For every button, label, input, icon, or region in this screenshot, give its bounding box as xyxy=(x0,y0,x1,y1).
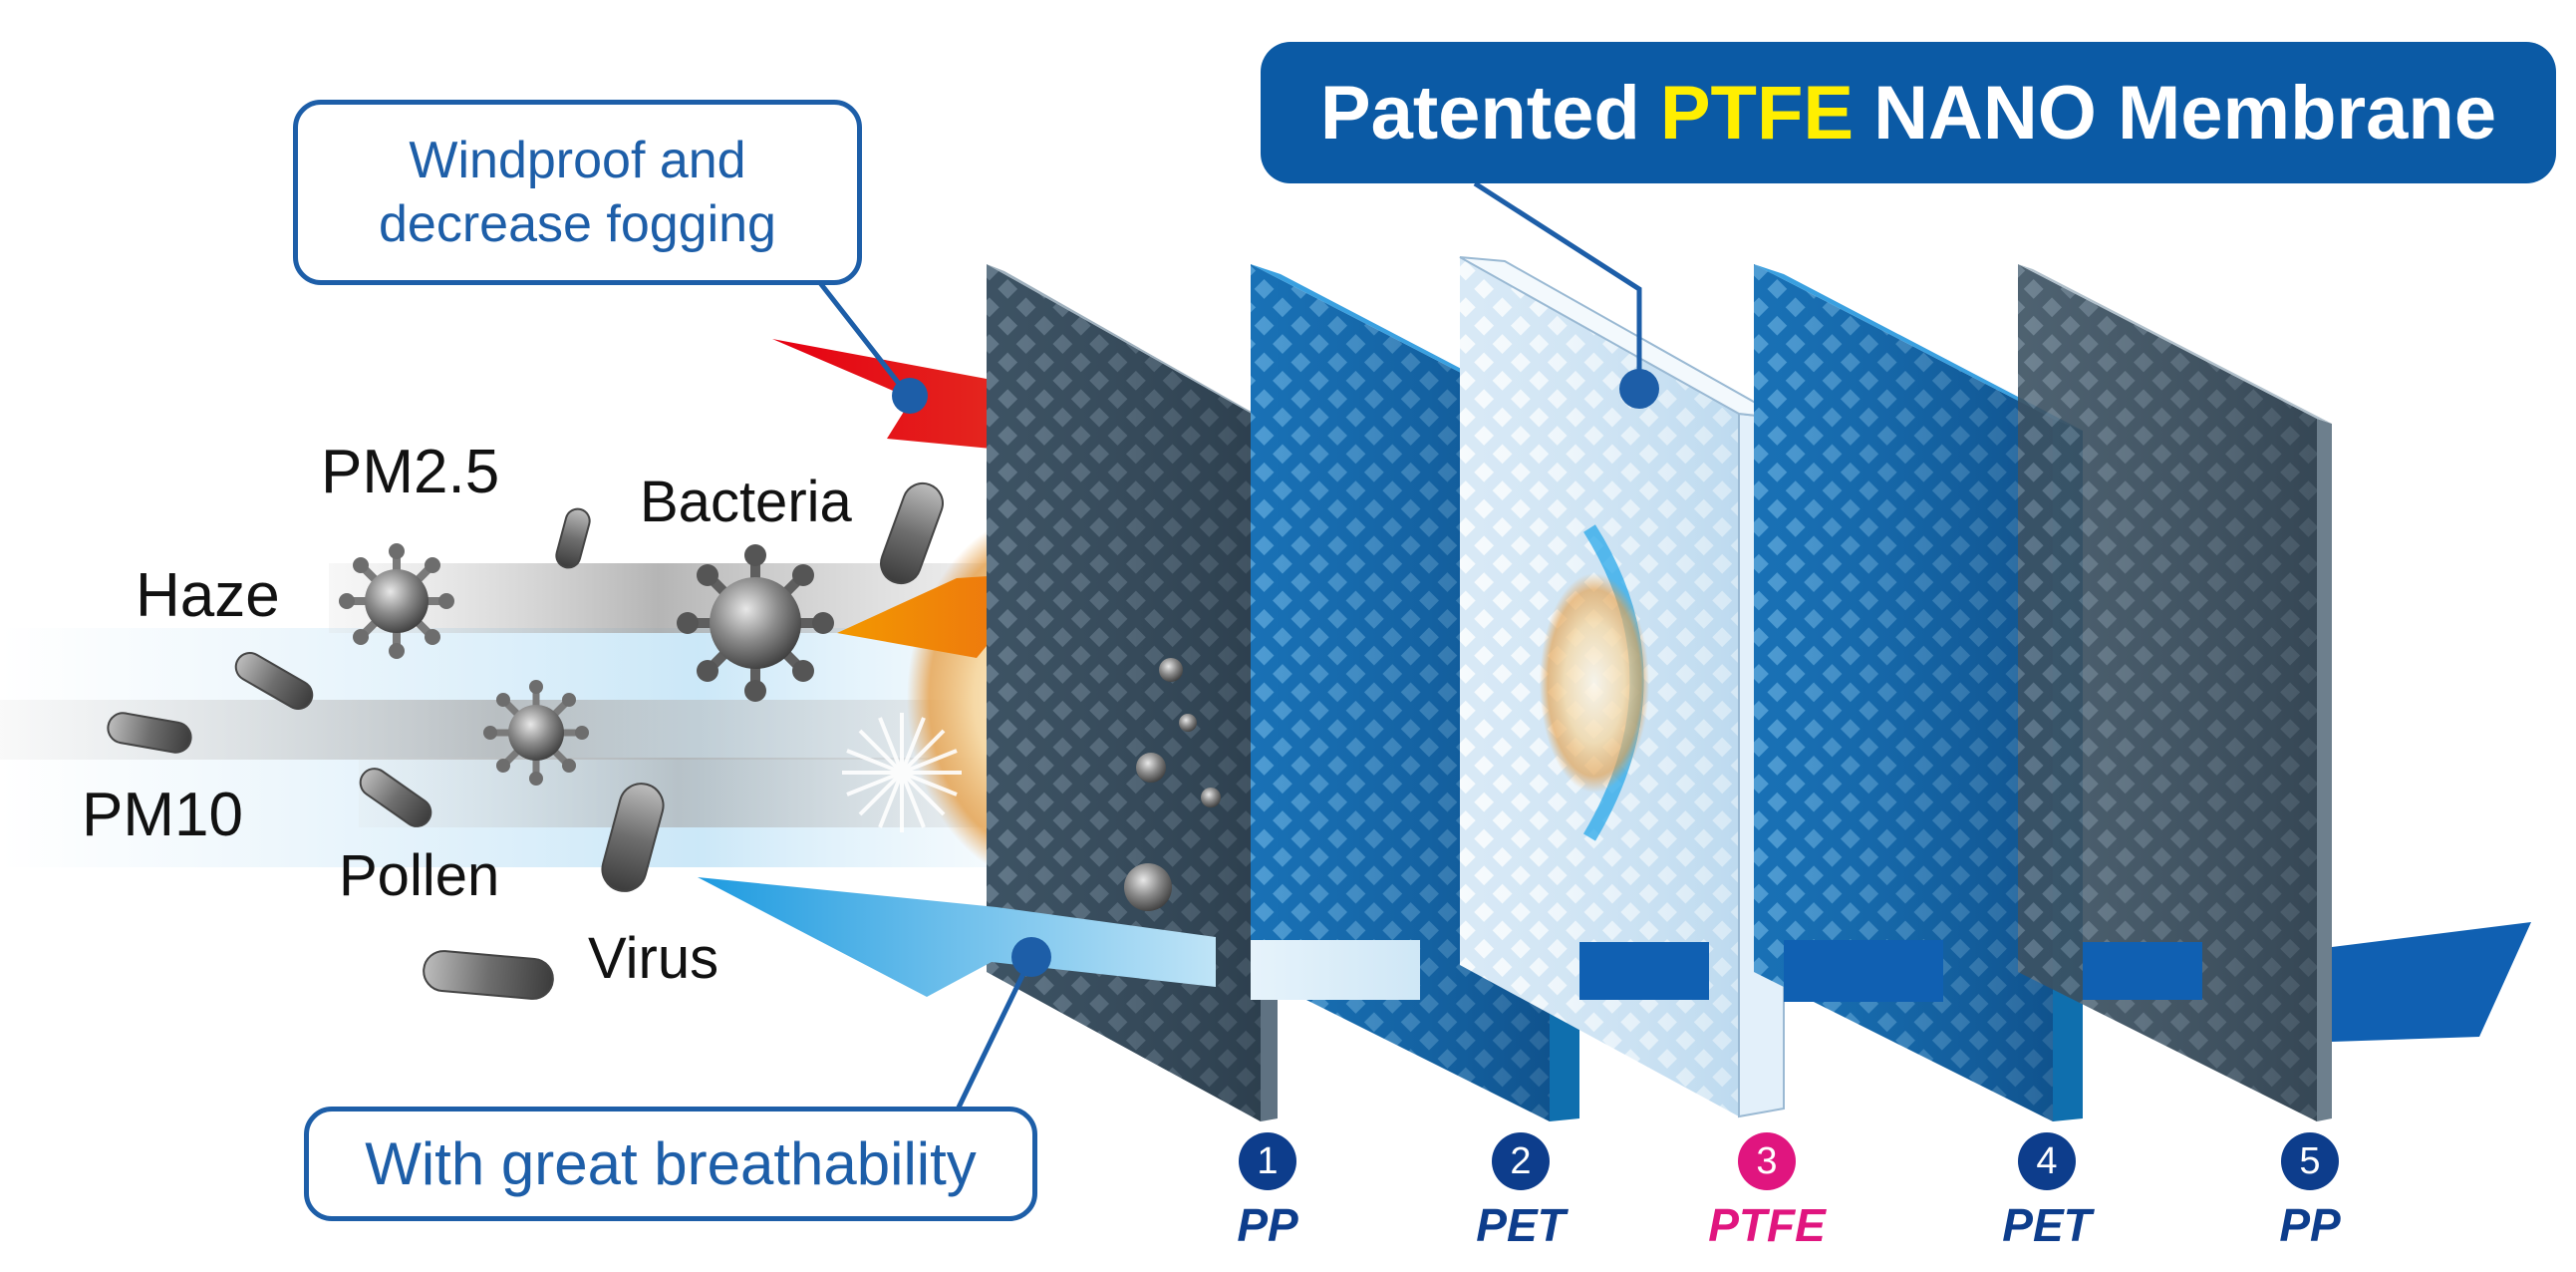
layer-5-material: PP xyxy=(2279,1199,2341,1251)
title-highlight: PTFE xyxy=(1659,70,1855,156)
breathability-callout-dot xyxy=(1011,937,1051,977)
bacteria-rods xyxy=(107,481,944,1000)
label-pm10: PM10 xyxy=(82,781,243,849)
layer-2-material: PET xyxy=(1476,1199,1566,1251)
virus-particle-haze xyxy=(339,543,454,659)
pollutant-particles xyxy=(107,481,962,1000)
windproof-callout: Windproof and decrease fogging xyxy=(293,100,862,285)
label-pollen: Pollen xyxy=(339,843,500,908)
windproof-callout-line-2: decrease fogging xyxy=(379,195,776,253)
layer-3-material: PTFE xyxy=(1708,1199,1826,1251)
layer-4-number: 4 xyxy=(2018,1132,2076,1190)
layer-5-number: 5 xyxy=(2281,1132,2339,1190)
layer-5-pp-sheet xyxy=(2018,264,2332,1121)
layer-1-pp-sheet xyxy=(987,264,1278,1121)
label-pm2-5: PM2.5 xyxy=(321,438,500,506)
layer-2-number: 2 xyxy=(1492,1132,1550,1190)
label-virus: Virus xyxy=(588,926,719,991)
layer-1-number: 1 xyxy=(1239,1132,1296,1190)
breathability-callout-text: With great breathability xyxy=(365,1130,977,1197)
title-suffix: NANO Membrane xyxy=(1873,70,2497,156)
title-prefix: Patented xyxy=(1319,70,1640,156)
filtered-particles xyxy=(1124,658,1221,911)
callout-connectors xyxy=(815,180,1659,1113)
windproof-callout-line-1: Windproof and xyxy=(409,132,746,189)
layer-4-material: PET xyxy=(2002,1199,2092,1251)
membrane-callout-dot xyxy=(1619,369,1659,409)
pollen-spike-particle xyxy=(842,713,962,832)
layer-4-pet-sheet xyxy=(1754,264,2083,1121)
windproof-callout-dot xyxy=(892,378,928,414)
label-bacteria: Bacteria xyxy=(640,470,852,534)
title-banner: Patented PTFE NANO Membrane xyxy=(1261,42,2556,183)
breathable-air-arrow xyxy=(698,877,2531,1042)
layer-1-material: PP xyxy=(1237,1199,1298,1251)
layer-3-number: 3 xyxy=(1738,1132,1796,1190)
breathability-callout: With great breathability xyxy=(304,1107,1037,1221)
layer-3-ptfe-sheet xyxy=(1459,256,1785,1118)
label-haze: Haze xyxy=(136,561,280,630)
virus-particle-middle xyxy=(483,680,589,786)
virus-particle-bacteria xyxy=(677,544,834,702)
